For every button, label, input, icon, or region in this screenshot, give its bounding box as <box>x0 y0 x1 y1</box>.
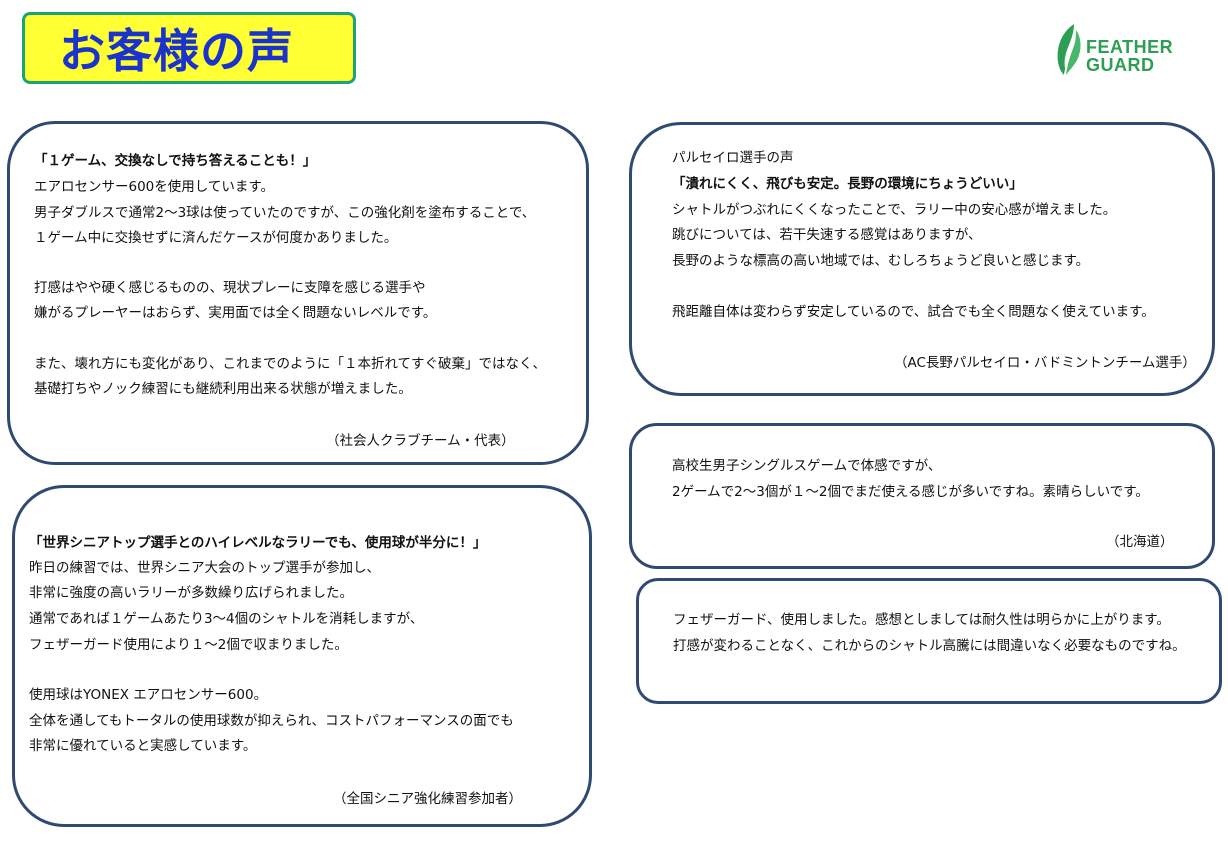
testimonial-line: エアロセンサー600を使用しています。 <box>34 179 275 195</box>
testimonial-heading: 「１ゲーム、交換なしで持ち答えることも！」 <box>34 153 317 169</box>
testimonial-line: 使用球はYONEX エアロセンサー600。 <box>29 687 268 703</box>
testimonial-card-4: 高校生男子シングルスゲームで体感ですが、 2ゲームで2～3個が１～2個でまだ使え… <box>629 423 1215 569</box>
logo-line-1: FEATHER <box>1086 37 1174 57</box>
testimonial-card-3: パルセイロ選手の声 「潰れにくく、飛びも安定。長野の環境にちょうどいい」 シャト… <box>629 122 1215 396</box>
testimonial-line: また、壊れ方にも変化があり、これまでのように「１本折れてすぐ破棄」ではなく、 <box>34 356 547 372</box>
testimonial-line: フェザーガード、使用しました。感想としましては耐久性は明らかに上がります。 <box>673 612 1170 628</box>
testimonial-card-1: 「１ゲーム、交換なしで持ち答えることも！」 エアロセンサー600を使用しています… <box>7 121 589 465</box>
page-title: お客様の声 <box>59 24 294 78</box>
testimonial-line: 通常であれば１ゲームあたり3～4個のシャトルを消耗しますが、 <box>29 611 424 627</box>
testimonial-signature: （全国シニア強化練習参加者） <box>333 791 522 807</box>
testimonial-line: 長野のような標高の高い地域では、むしろちょうど良いと感じます。 <box>672 253 1090 269</box>
testimonial-line: 基礎打ちやノック練習にも継続利用出来る状態が増えました。 <box>34 381 412 397</box>
testimonial-line: 打感が変わることなく、これからのシャトル高騰には間違いなく必要なものですね。 <box>673 638 1186 654</box>
testimonial-line: 非常に強度の高いラリーが多数繰り広げられました。 <box>29 585 353 601</box>
feather-guard-logo: FEATHER GUARD <box>1052 22 1182 80</box>
feather-icon <box>1057 24 1081 79</box>
testimonial-line: １ゲーム中に交換せずに済んだケースが何度かありました。 <box>34 230 398 246</box>
testimonial-line: フェザーガード使用により１～2個で収まりました。 <box>29 637 348 653</box>
testimonial-line: 跳びについては、若干失速する感覚はありますが、 <box>672 227 982 243</box>
title-banner: お客様の声 <box>22 12 356 84</box>
testimonial-signature: （社会人クラブチーム・代表） <box>326 433 515 449</box>
testimonial-intro: パルセイロ選手の声 <box>672 150 794 166</box>
testimonial-line: 昨日の練習では、世界シニア大会のトップ選手が参加し、 <box>29 560 380 576</box>
testimonial-line: 2ゲームで2～3個が１～2個でまだ使える感じが多いですね。素晴らしいです。 <box>672 484 1149 500</box>
testimonial-line: 全体を通してもトータルの使用球数が抑えられ、コストパフォーマンスの面でも <box>29 713 514 729</box>
testimonial-heading: 「世界シニアトップ選手とのハイレベルなラリーでも、使用球が半分に！」 <box>29 535 487 551</box>
logo-line-2: GUARD <box>1086 55 1155 75</box>
testimonial-line: 嫌がるプレーヤーはおらず、実用面では全く問題ないレベルです。 <box>34 305 437 321</box>
testimonial-card-2: 「世界シニアトップ選手とのハイレベルなラリーでも、使用球が半分に！」 昨日の練習… <box>12 485 592 827</box>
testimonial-line: 男子ダブルスで通常2～3球は使っていたのですが、この強化剤を塗布することで、 <box>34 205 536 221</box>
testimonial-signature: （北海道） <box>1106 534 1174 550</box>
testimonial-line: シャトルがつぶれにくくなったことで、ラリー中の安心感が増えました。 <box>672 202 1117 218</box>
testimonial-card-5: フェザーガード、使用しました。感想としましては耐久性は明らかに上がります。 打感… <box>636 578 1222 704</box>
testimonial-heading: 「潰れにくく、飛びも安定。長野の環境にちょうどいい」 <box>672 176 1023 192</box>
testimonial-line: 打感はやや硬く感じるものの、現状プレーに支障を感じる選手や <box>34 280 426 296</box>
testimonial-line: 非常に優れていると実感しています。 <box>29 738 257 754</box>
testimonial-line: 高校生男子シングルスゲームで体感ですが、 <box>672 458 942 474</box>
testimonial-signature: （AC長野パルセイロ・バドミントンチーム選手） <box>894 355 1196 371</box>
logo-wordmark: FEATHER GUARD <box>1086 38 1173 74</box>
testimonial-line: 飛距離自体は変わらず安定しているので、試合でも全く問題なく使えています。 <box>672 304 1155 320</box>
